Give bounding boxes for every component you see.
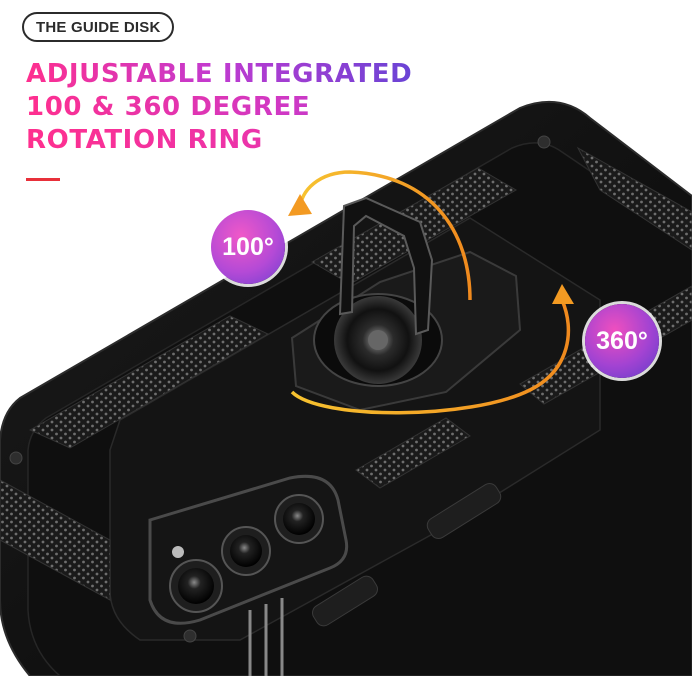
headline-line-1: ADJUSTABLE INTEGRATED (26, 58, 446, 91)
degree-badge-360: 360° (585, 304, 659, 378)
ring-holder-icon (290, 196, 522, 412)
headline-line-2: 100 & 360 DEGREE (26, 91, 446, 124)
headline-line-3: ROTATION RING (26, 124, 446, 157)
camera-lens-icon (148, 474, 349, 625)
degree-badge-100: 100° (211, 210, 285, 284)
accent-divider (26, 178, 60, 181)
headline: ADJUSTABLE INTEGRATED 100 & 360 DEGREE R… (26, 58, 446, 157)
rotation-arrow-icon (288, 170, 574, 415)
guide-disk-tag: THE GUIDE DISK (22, 12, 175, 42)
